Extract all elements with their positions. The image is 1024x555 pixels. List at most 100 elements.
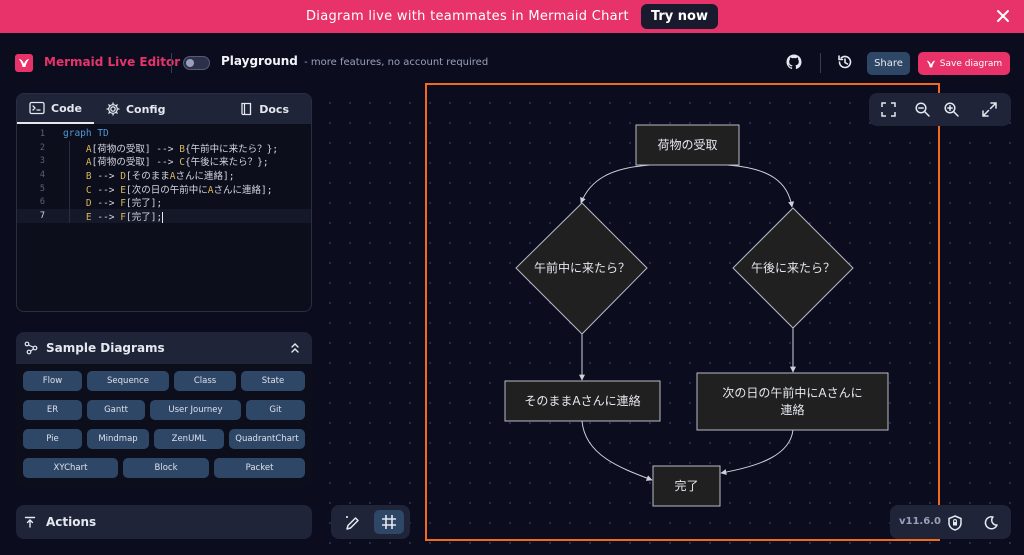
code-token: -->: [97, 198, 115, 210]
code-token: [完了];: [126, 198, 163, 210]
code-token: さんに連絡];: [175, 170, 235, 182]
sample-pie-button[interactable]: Pie: [23, 429, 82, 449]
grid-icon[interactable]: [380, 513, 398, 531]
node-b[interactable]: 午前中に来たら？: [515, 202, 648, 335]
zoom-in-icon[interactable]: [943, 101, 960, 118]
code-text: graph TD: [63, 128, 109, 139]
sample-packet-button[interactable]: Packet: [214, 458, 305, 478]
save-diagram-button[interactable]: Save diagram: [918, 52, 1010, 75]
node-e[interactable]: 次の日の午前中にAさんに 連絡: [696, 372, 889, 431]
edge-a-c: [726, 164, 795, 208]
tab-code[interactable]: Code: [17, 94, 94, 124]
code-token: E: [85, 211, 92, 223]
expand-icon[interactable]: [981, 101, 998, 118]
node-f[interactable]: 完了: [652, 465, 721, 507]
node-d[interactable]: そのままAさんに連絡: [504, 380, 661, 422]
code-line[interactable]: 1 graph TD: [17, 127, 311, 141]
node-a[interactable]: 荷物の受取: [635, 124, 740, 166]
header-divider: [820, 53, 821, 73]
code-line[interactable]: 4 B --> D[そのままAさんに連絡];: [17, 168, 311, 182]
sample-gantt-button[interactable]: Gantt: [87, 400, 145, 420]
code-token: C: [179, 157, 185, 169]
node-c[interactable]: 午後に来たら？: [732, 207, 854, 329]
code-text: B --> D[そのままAさんに連絡];: [63, 168, 235, 182]
code-line[interactable]: 5 C --> E[次の日の午前中にAさんに連絡];: [17, 181, 311, 196]
playground-label: Playground - more features, no account r…: [221, 54, 489, 68]
svg-text:完了: 完了: [674, 478, 698, 493]
svg-text:次の日の午前中にAさんに: 次の日の午前中にAさんに: [722, 385, 862, 400]
history-icon[interactable]: [836, 53, 854, 71]
indent-guide: [69, 195, 70, 210]
sample-state-button[interactable]: State: [241, 371, 305, 391]
code-token: D: [85, 198, 92, 210]
code-text: C --> E[次の日の午前中にAさんに連絡];: [63, 182, 273, 196]
sample-quadrantchart-button[interactable]: QuadrantChart: [229, 429, 305, 449]
edge-d-f: [581, 420, 653, 481]
svg-text:連絡: 連絡: [780, 402, 804, 417]
tab-config[interactable]: Config: [94, 94, 178, 124]
actions-panel-header[interactable]: Actions: [16, 505, 312, 539]
code-token: {午後に来たら？};: [184, 157, 269, 169]
code-token: -->: [156, 157, 174, 169]
line-number: 2: [39, 142, 45, 153]
zoom-out-icon[interactable]: [914, 101, 931, 118]
sample-xychart-button[interactable]: XYChart: [23, 458, 118, 478]
sample-sequence-button[interactable]: Sequence: [87, 371, 169, 391]
share-button[interactable]: Share: [867, 52, 910, 75]
code-line[interactable]: 2 A[荷物の受取] --> B{午前中に来たら？};: [17, 140, 311, 155]
sample-diagrams-header[interactable]: Sample Diagrams: [16, 332, 312, 364]
code-text: A[荷物の受取] --> C{午後に来たら？};: [63, 154, 269, 168]
app-title[interactable]: Mermaid Live Editor: [44, 55, 181, 69]
code-token: -->: [97, 170, 115, 182]
version-toolbar: [890, 505, 1011, 539]
sample-zenuml-button[interactable]: ZenUML: [154, 429, 224, 449]
mermaid-chart-icon: [926, 60, 935, 67]
svg-text:午前中に来たら？: 午前中に来たら？: [534, 260, 630, 275]
sample-block-button[interactable]: Block: [123, 458, 209, 478]
code-text: A[荷物の受取] --> B{午前中に来たら？};: [63, 141, 278, 155]
code-token: [荷物の受取]: [91, 157, 157, 169]
sample-git-button[interactable]: Git: [246, 400, 305, 420]
code-line[interactable]: 7 E --> F[完了];: [17, 209, 311, 223]
github-icon[interactable]: [785, 53, 803, 71]
indent-guide: [69, 168, 70, 182]
playground-sublabel: - more features, no account required: [304, 57, 489, 68]
code-text: E --> F[完了];: [63, 209, 164, 223]
shield-icon[interactable]: [946, 514, 964, 532]
try-now-button[interactable]: Try now: [640, 4, 718, 29]
version-label: v11.6.0: [899, 516, 941, 527]
code-line[interactable]: 6 D --> F[完了];: [17, 195, 311, 209]
docs-link[interactable]: Docs: [228, 94, 301, 124]
edge-e-f: [720, 429, 794, 475]
line-number: 6: [39, 197, 45, 208]
sample-class-button[interactable]: Class: [174, 371, 236, 391]
sample-er-button[interactable]: ER: [23, 400, 82, 420]
code-token: F: [120, 198, 126, 210]
sample-diagrams-grid: Flow Sequence Class State ER Gantt User …: [16, 364, 312, 487]
line-number: 1: [39, 128, 45, 139]
code-token: A: [169, 170, 176, 182]
code-token: [荷物の受取]: [91, 143, 157, 155]
code-line[interactable]: 3 A[荷物の受取] --> C{午後に来たら？};: [17, 154, 311, 168]
code-token: C: [85, 184, 92, 196]
fit-view-icon[interactable]: [880, 101, 897, 118]
edge-a-b: [580, 164, 651, 204]
code-token: -->: [97, 184, 115, 196]
close-icon[interactable]: [994, 7, 1012, 25]
code-token: F: [120, 211, 126, 223]
playground-toggle[interactable]: [183, 56, 210, 70]
sample-flow-button[interactable]: Flow: [23, 371, 82, 391]
chevron-collapse-icon[interactable]: [288, 341, 302, 355]
zoom-toolbar: [869, 93, 1011, 126]
grid-toggle-active-bg: [374, 510, 404, 534]
mermaid-logo-icon[interactable]: [15, 54, 33, 72]
sample-user-journey-button[interactable]: User Journey: [150, 400, 241, 420]
moon-icon[interactable]: [982, 514, 1000, 532]
code-token: {午前中に来たら？};: [184, 143, 279, 155]
pen-sparkle-icon[interactable]: [344, 514, 362, 532]
sample-mindmap-button[interactable]: Mindmap: [87, 429, 149, 449]
code-token: B: [85, 170, 92, 182]
